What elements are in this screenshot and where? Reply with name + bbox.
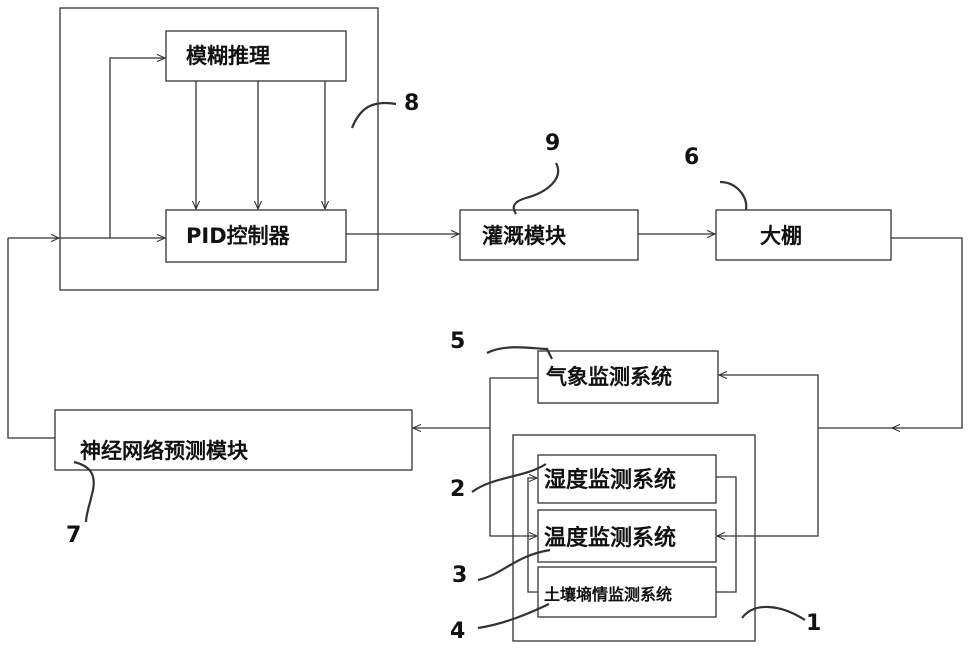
weather-monitoring-label: 气象监测系统: [545, 365, 672, 389]
humidity-soil-link: [716, 477, 736, 592]
reference-number-8: 8: [404, 91, 419, 116]
pid-controller-label: PID控制器: [186, 224, 291, 248]
leader-line-8: [352, 103, 396, 128]
feedback-to-fuzzy: [110, 58, 165, 238]
to-weather-arrow: [719, 375, 818, 428]
fuzzy-reasoning-label: 模糊推理: [186, 44, 270, 68]
reference-number-5: 5: [450, 329, 465, 354]
temperature-monitoring-label: 温度监测系统: [544, 525, 676, 551]
reference-number-7: 7: [66, 523, 81, 548]
leader-line-7: [74, 462, 94, 522]
greenhouse-to-sensors-line: [891, 238, 962, 428]
reference-number-9: 9: [545, 131, 560, 156]
greenhouse-box: [716, 210, 891, 260]
irrigation-module-label: 灌溉模块: [482, 224, 567, 248]
leader-line-9: [514, 163, 558, 214]
leader-line-3: [478, 550, 550, 580]
to-temperature-arrow: [717, 428, 818, 536]
reference-number-3: 3: [452, 563, 467, 588]
leader-line-6: [720, 182, 746, 210]
weather-to-nn-line: [490, 378, 538, 536]
leader-line-1: [742, 607, 805, 620]
greenhouse-label: 大棚: [760, 224, 802, 248]
leader-line-5: [487, 347, 552, 359]
humidity-monitoring-label: 湿度监测系统: [544, 467, 676, 493]
nn-to-controller-line: [8, 238, 55, 438]
reference-number-1: 1: [806, 611, 821, 636]
reference-number-4: 4: [450, 619, 465, 644]
neural-network-label: 神经网络预测模块: [80, 439, 249, 463]
soil-to-humidity-arrow: [528, 478, 538, 592]
reference-number-6: 6: [684, 145, 699, 170]
soil-moisture-label: 土壤墒情监测系统: [544, 585, 672, 604]
reference-number-2: 2: [450, 477, 465, 502]
